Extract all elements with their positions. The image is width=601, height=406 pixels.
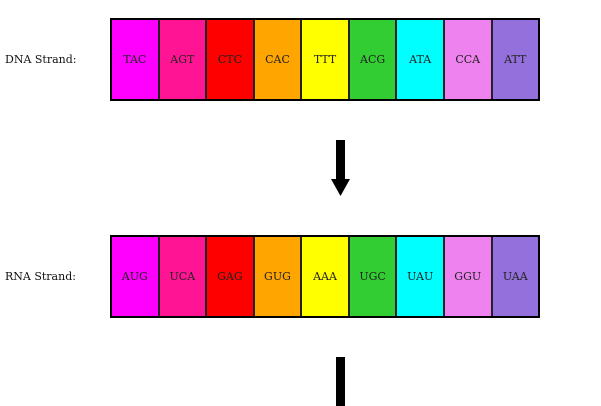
rna-codon: GGU — [444, 237, 493, 316]
rna-codon: AAA — [302, 237, 350, 316]
dna-codon: CCA — [444, 20, 493, 99]
rna-codon: UAU — [397, 237, 445, 316]
dna-codon: ACG — [349, 20, 398, 99]
rna-codon: UCA — [159, 237, 208, 316]
rna-codon: UGC — [349, 237, 398, 316]
dna-strand-label: DNA Strand: — [5, 53, 77, 66]
dna-codon: AGT — [159, 20, 208, 99]
rna-codon: GUG — [254, 237, 303, 316]
transcription-arrow-icon — [331, 140, 350, 196]
dna-codon: TTT — [302, 20, 350, 99]
translation-arrow-icon — [336, 357, 345, 406]
dna-codon: CTC — [207, 20, 255, 99]
rna-codon: UAA — [492, 237, 539, 316]
rna-strand-label: RNA Strand: — [5, 270, 76, 283]
dna-codon: ATT — [492, 20, 539, 99]
dna-codon: CAC — [254, 20, 303, 99]
rna-codon: GAG — [207, 237, 255, 316]
dna-codon: ATA — [397, 20, 445, 99]
rna-codon: AUG — [112, 237, 160, 316]
dna-codon: TAC — [112, 20, 160, 99]
